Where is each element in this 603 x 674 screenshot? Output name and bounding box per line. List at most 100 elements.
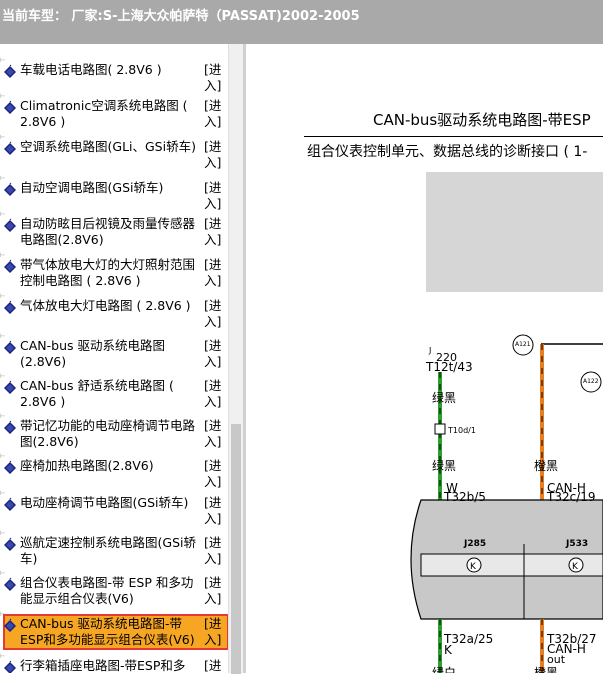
connector-a121-icon	[512, 334, 534, 356]
wire-color-1b: 绿黑	[432, 459, 457, 473]
circuit-list-label[interactable]: 座椅加热电路图(2.8V6)	[20, 458, 154, 473]
circuit-list-panel: ⊢ 车载电话电路图( 2.8V6 ) [进入] ⊢ Climatronic空调系统电路图…	[0, 44, 243, 673]
tree-marker: ⊢	[0, 57, 6, 64]
tree-marker: ⊢	[0, 453, 6, 460]
circuit-list-label[interactable]: 带气体放电大灯的大灯照射范围控制电路图 ( 2.8V6 )	[20, 257, 196, 288]
circuit-list-label[interactable]: 自动防眩目后视镜及雨量传感器电路图(2.8V6)	[20, 216, 196, 247]
label-can-h-out: CAN-H	[547, 642, 586, 656]
circuit-list-label[interactable]: 电动座椅调节电路图(GSi轿车)	[20, 495, 189, 510]
vehicle-title: 当前车型： 厂家:S-上海大众帕萨特（PASSAT)2002-2005	[2, 9, 360, 24]
book-icon	[4, 577, 16, 591]
circuit-list-label[interactable]: 自动空调电路图(GSi轿车)	[20, 180, 164, 195]
enter-link[interactable]: [进入]	[204, 378, 222, 409]
ground-k-icon	[466, 557, 482, 573]
circuit-list-label[interactable]: 气体放电大灯电路图 ( 2.8V6 )	[20, 298, 191, 313]
tree-marker: ⊢	[0, 211, 6, 218]
enter-link[interactable]: [进入]	[204, 257, 222, 288]
label-220: 220	[436, 351, 457, 364]
circuit-list-label[interactable]: CAN-bus 驱动系统电路图 (2.8V6)	[20, 338, 165, 369]
tree-marker: ⊢	[0, 611, 6, 618]
book-icon	[4, 182, 16, 196]
svg-text:K: K	[470, 562, 477, 572]
book-icon	[4, 618, 16, 632]
label-t32a25: T32a/25	[444, 632, 494, 646]
tree-marker: ⊢	[0, 175, 6, 182]
tree-marker: ⊢	[0, 293, 6, 300]
enter-link[interactable]: [进入]	[204, 616, 222, 647]
enter-link[interactable]: [进入]	[204, 458, 222, 489]
selection-highlight	[3, 614, 229, 650]
tree-marker: ⊢	[0, 413, 6, 420]
wiring-diagram-view: CAN-bus驱动系统电路图-带ESP 组合仪表控制单元、数据总线的诊断接口 (…	[246, 44, 603, 673]
tree-marker: ⊢	[0, 530, 6, 537]
label-j285: J285	[464, 539, 487, 549]
panel-divider[interactable]	[243, 44, 246, 673]
label-a122: A122	[583, 378, 599, 385]
label-j: J	[429, 346, 432, 355]
wiring-schematic: K K	[410, 172, 603, 673]
tree-marker: ⊢	[0, 490, 6, 497]
label-can-h: CAN-H	[547, 481, 586, 495]
label-k: K	[444, 643, 452, 657]
tree-marker: ⊢	[0, 134, 6, 141]
book-icon	[4, 497, 16, 511]
ground-k-icon-2	[568, 557, 584, 573]
wire-color-2c: 橙黑	[534, 666, 559, 673]
scrollbar-thumb[interactable]	[231, 424, 241, 674]
book-icon	[4, 141, 16, 155]
book-icon	[4, 420, 16, 434]
book-icon	[4, 259, 16, 273]
tree-marker: ⊢	[0, 252, 6, 259]
enter-link[interactable]: [进入]	[204, 98, 222, 129]
label-t32b27: T32b/27	[547, 632, 597, 646]
circuit-list-label[interactable]: 空调系统电路图(GLi、GSi轿车)	[20, 139, 196, 154]
enter-link[interactable]: [进入]	[204, 535, 222, 566]
connector-t10d	[434, 423, 446, 435]
label-out: out	[547, 653, 566, 666]
wire-color-2a: 橙黑	[534, 459, 559, 473]
title-bar: 当前车型： 厂家:S-上海大众帕萨特（PASSAT)2002-2005	[0, 0, 603, 44]
circuit-list-label[interactable]: CAN-bus 舒适系统电路图 ( 2.8V6 )	[20, 378, 174, 409]
label-t12t: T12t/43	[426, 360, 473, 374]
wire-color-1c: 绿白	[432, 666, 457, 673]
circuit-list-label[interactable]: CAN-bus 驱动系统电路图-带ESP和多功能显示组合仪表(V6)	[20, 616, 195, 647]
tree-marker: ⊢	[0, 653, 6, 660]
enter-link[interactable]: [进入]	[204, 495, 222, 526]
list-scrollbar[interactable]	[228, 44, 244, 674]
tree-marker: ⊢	[0, 333, 6, 340]
wire-color-1a: 绿黑	[432, 391, 457, 405]
label-t32c19: T32c/19	[547, 490, 596, 504]
book-icon	[4, 218, 16, 232]
enter-link[interactable]: [进	[204, 658, 222, 673]
enter-link[interactable]: [进入]	[204, 575, 222, 606]
enter-link[interactable]: [进入]	[204, 338, 222, 369]
book-icon	[4, 380, 16, 394]
label-a121: A121	[515, 341, 531, 348]
component-block	[426, 172, 603, 292]
label-j533: J533	[566, 539, 589, 549]
diagram-title: CAN-bus驱动系统电路图-带ESP	[373, 111, 591, 129]
connector-a122-icon	[580, 371, 602, 393]
circuit-list-label[interactable]: 带记忆功能的电动座椅调节电路图(2.8V6)	[20, 418, 196, 449]
svg-text:K: K	[572, 562, 579, 572]
label-t10d: T10d/1	[448, 426, 476, 435]
circuit-list-label[interactable]: Climatronic空调系统电路图 ( 2.8V6 )	[20, 98, 188, 129]
enter-link[interactable]: [进入]	[204, 418, 222, 449]
tree-marker: ⊢	[0, 570, 6, 577]
label-w: W	[446, 481, 458, 495]
tree-marker: ⊢	[0, 93, 6, 100]
tree-marker: ⊢	[0, 373, 6, 380]
book-icon	[4, 100, 16, 114]
enter-link[interactable]: [进入]	[204, 139, 222, 170]
circuit-list-label[interactable]: 巡航定速控制系统电路图(GSi轿车)	[20, 535, 196, 566]
book-icon	[4, 340, 16, 354]
enter-link[interactable]: [进入]	[204, 180, 222, 211]
enter-link[interactable]: [进入]	[204, 298, 222, 329]
title-rule	[304, 136, 603, 137]
circuit-list-label[interactable]: 车载电话电路图( 2.8V6 )	[20, 62, 162, 77]
enter-link[interactable]: [进入]	[204, 216, 222, 247]
enter-link[interactable]: [进入]	[204, 62, 222, 93]
book-icon	[4, 460, 16, 474]
circuit-list-label[interactable]: 行李箱插座电路图-带ESP和多	[20, 658, 186, 673]
circuit-list-label[interactable]: 组合仪表电路图-带 ESP 和多功能显示组合仪表(V6)	[20, 575, 194, 606]
